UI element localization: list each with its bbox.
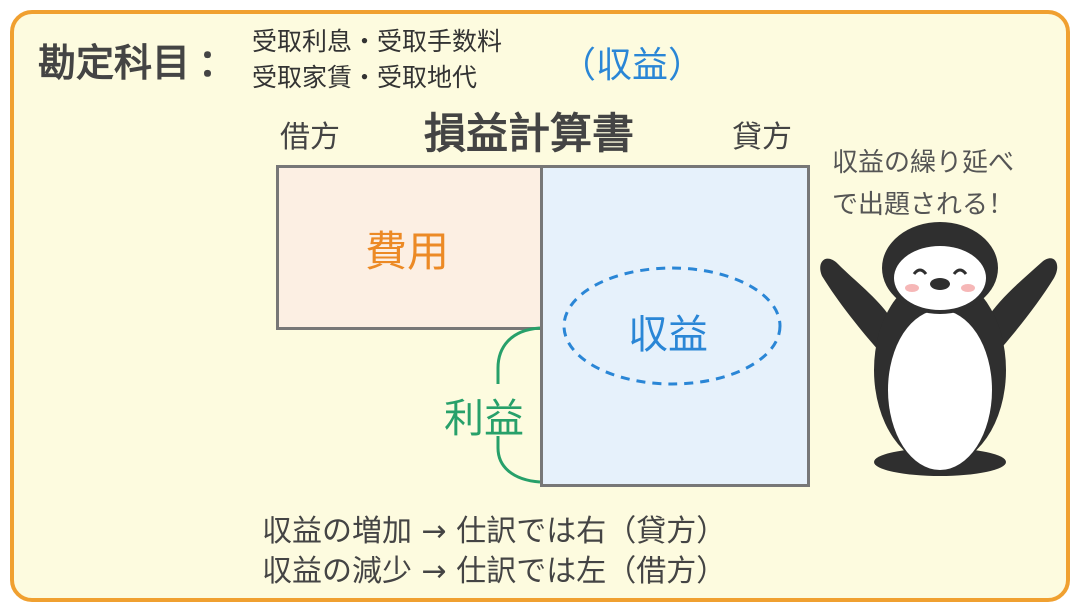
account-items-line1: 受取利息・受取手数料	[252, 27, 503, 56]
note-increase: 収益の増加 → 仕訳では右（貸方）	[262, 514, 727, 549]
revenue-box	[540, 165, 810, 487]
credit-label: 貸方	[732, 120, 792, 155]
mascot-comment-line1: 収益の繰り延べ	[832, 148, 1015, 178]
profit-bracket-bottom	[496, 436, 541, 484]
note-decrease: 収益の減少 → 仕訳では左（借方）	[262, 554, 727, 589]
penguin-illustration	[820, 222, 1058, 476]
account-title-label: 勘定科目	[38, 41, 191, 85]
revenue-ellipse	[562, 266, 782, 386]
profit-bracket-top	[496, 326, 541, 384]
debit-label: 借方	[280, 120, 340, 155]
statement-title: 損益計算書	[424, 109, 635, 158]
mascot-comment-line2: で出題される！	[832, 190, 1015, 220]
profit-label: 利益	[444, 396, 524, 442]
expense-label: 費用	[365, 227, 450, 276]
colon: ：	[198, 41, 237, 85]
account-items-line2: 受取家賃・受取地代	[252, 63, 478, 92]
account-category: （収益）	[560, 45, 705, 86]
revenue-label: 収益	[628, 312, 708, 358]
expense-box	[276, 165, 546, 330]
